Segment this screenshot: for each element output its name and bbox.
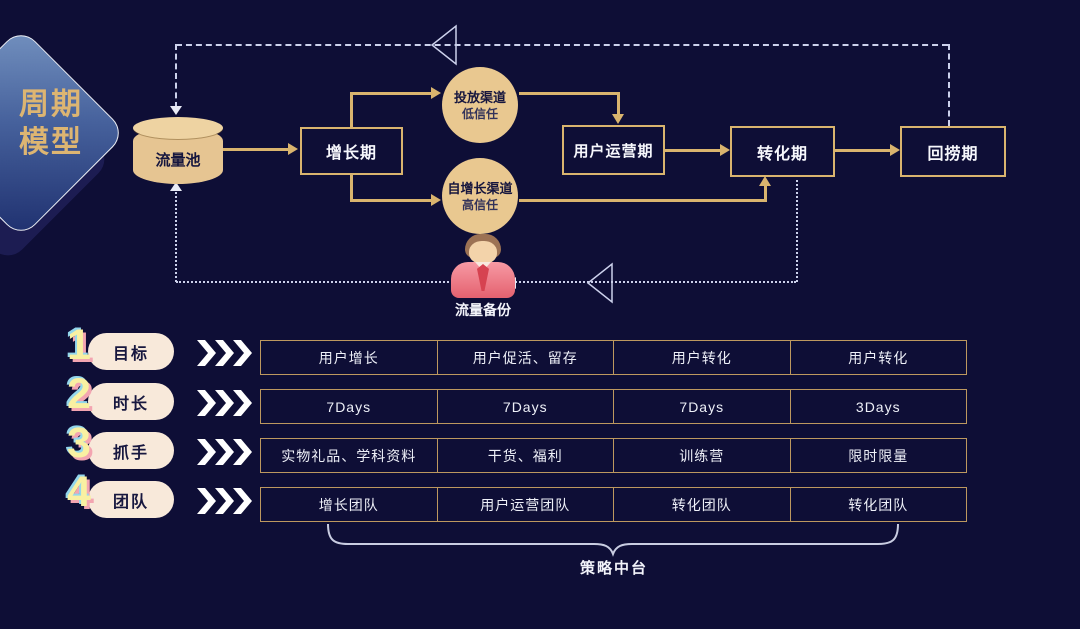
row-label-duration: 时长 xyxy=(88,383,174,420)
connector-growth-down xyxy=(350,173,353,202)
page-title-line1: 周期 xyxy=(19,88,83,121)
arrowhead-organic-channel-icon xyxy=(431,194,441,206)
traffic-pool-cylinder: 流量池 xyxy=(133,117,223,184)
row-label-team: 团队 xyxy=(88,481,174,518)
traffic-backup-label: 流量备份 xyxy=(455,302,511,318)
triple-chevron-icon-2 xyxy=(197,390,252,416)
connector-paid-down xyxy=(617,92,620,116)
row-label-goal-text: 目标 xyxy=(112,345,149,363)
triple-chevron-icon-3 xyxy=(197,439,252,465)
page-title: 周期 模型 xyxy=(0,86,102,162)
cell-team-1: 增长团队 xyxy=(260,487,438,522)
arrowhead-growth-icon xyxy=(288,143,298,155)
page-title-line2: 模型 xyxy=(19,126,83,159)
row-label-lever: 抓手 xyxy=(88,432,174,469)
stage-growth: 增长期 xyxy=(300,127,403,175)
cylinder-top-icon xyxy=(133,117,223,139)
connector-growth-up xyxy=(350,92,353,129)
dashed-line-top xyxy=(176,44,948,46)
table-row-lever: 实物礼品、学科资料 干货、福利 训练营 限时限量 xyxy=(260,438,967,473)
connector-to-paid-channel xyxy=(350,92,432,95)
cell-goal-2: 用户促活、留存 xyxy=(437,340,614,375)
row-number-1: 1 xyxy=(67,321,91,369)
channel-paid: 投放渠道 低信任 xyxy=(442,67,518,143)
person-icon xyxy=(448,234,518,300)
channel-organic: 自增长渠道 高信任 xyxy=(442,158,518,234)
connector-pool-growth xyxy=(222,148,289,151)
dotted-line-pool-up xyxy=(175,188,177,282)
row-number-4: 4 xyxy=(67,468,91,516)
arrowhead-pool-bottom-icon xyxy=(170,182,182,191)
channel-organic-trust: 高信任 xyxy=(461,197,498,212)
cell-goal-4: 用户转化 xyxy=(790,340,967,375)
cell-lever-4: 限时限量 xyxy=(790,438,967,473)
cell-goal-1: 用户增长 xyxy=(260,340,438,375)
cell-team-2: 用户运营团队 xyxy=(437,487,614,522)
arrowhead-conversion-icon xyxy=(720,144,730,156)
arrowhead-conversion-bottom-icon xyxy=(759,176,771,186)
channel-organic-label: 自增长渠道 xyxy=(447,180,513,196)
stage-recall: 回捞期 xyxy=(900,126,1006,177)
table-row-duration: 7Days 7Days 7Days 3Days xyxy=(260,389,967,424)
arrowhead-into-pool-icon xyxy=(170,106,182,115)
backup-direction-left-arrow-icon xyxy=(586,262,613,304)
cell-duration-2: 7Days xyxy=(437,389,614,424)
dashed-line-into-pool xyxy=(175,44,177,108)
traffic-pool-label: 流量池 xyxy=(155,152,201,169)
connector-operation-conversion xyxy=(665,149,722,152)
cell-lever-3: 训练营 xyxy=(614,438,791,473)
stage-growth-label: 增长期 xyxy=(325,145,377,162)
curly-brace-icon xyxy=(327,523,899,557)
stage-operation-label: 用户运营期 xyxy=(573,142,654,160)
flow-direction-left-arrow-icon xyxy=(430,24,457,66)
stage-operation: 用户运营期 xyxy=(562,125,665,175)
connector-organic-up xyxy=(764,185,767,202)
arrowhead-paid-channel-icon xyxy=(431,87,441,99)
connector-paid-right xyxy=(519,92,620,95)
stage-recall-label: 回捞期 xyxy=(927,145,979,163)
row-number-2: 2 xyxy=(67,370,91,418)
triple-chevron-icon-4 xyxy=(197,488,252,514)
table-row-goal: 用户增长 用户促活、留存 用户转化 用户转化 xyxy=(260,340,967,375)
table-row-team: 增长团队 用户运营团队 转化团队 转化团队 xyxy=(260,487,967,522)
cell-duration-1: 7Days xyxy=(260,389,438,424)
connector-organic-right xyxy=(519,199,767,202)
arrowhead-operation-icon xyxy=(612,114,624,124)
strategy-center-label: 策略中台 xyxy=(579,560,648,577)
arrowhead-recall-icon xyxy=(890,144,900,156)
row-label-duration-text: 时长 xyxy=(112,395,149,413)
stage-conversion: 转化期 xyxy=(730,126,835,177)
triple-chevron-icon-1 xyxy=(197,340,252,366)
cell-lever-1: 实物礼品、学科资料 xyxy=(260,438,438,473)
stage-conversion-label: 转化期 xyxy=(756,145,808,163)
dotted-line-conversion-down xyxy=(796,180,798,282)
person-face-icon xyxy=(469,241,497,264)
cell-team-4: 转化团队 xyxy=(790,487,967,522)
cell-duration-4: 3Days xyxy=(790,389,967,424)
cell-duration-3: 7Days xyxy=(614,389,791,424)
cell-lever-2: 干货、福利 xyxy=(437,438,614,473)
channel-paid-label: 投放渠道 xyxy=(453,89,506,105)
connector-to-organic-channel xyxy=(350,199,432,202)
cell-goal-3: 用户转化 xyxy=(614,340,791,375)
row-label-goal: 目标 xyxy=(88,333,174,370)
dashed-line-recall-up xyxy=(948,44,950,126)
row-label-team-text: 团队 xyxy=(112,493,149,511)
row-number-3: 3 xyxy=(67,419,91,467)
connector-conversion-recall xyxy=(835,149,892,152)
cell-team-3: 转化团队 xyxy=(614,487,791,522)
channel-paid-trust: 低信任 xyxy=(461,106,498,121)
row-label-lever-text: 抓手 xyxy=(112,444,149,462)
